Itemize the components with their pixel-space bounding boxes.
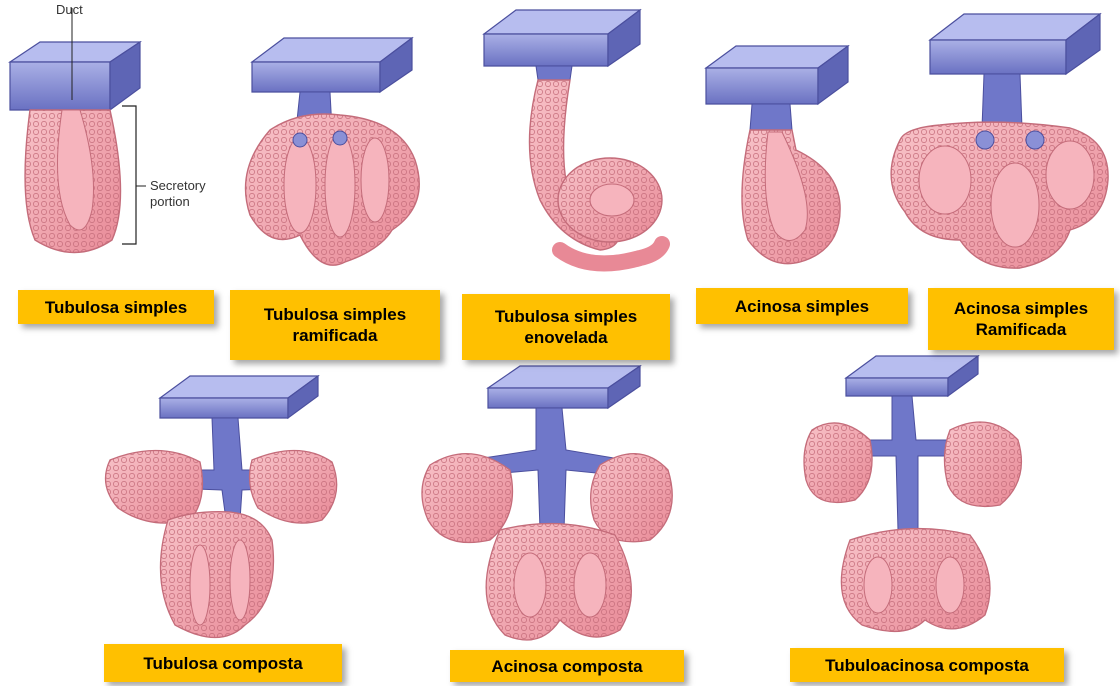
gland-tubuloacinosa-composta bbox=[804, 356, 1021, 631]
gland-acinosa-simples-ramificada bbox=[891, 14, 1108, 268]
label-tubulosa-simples-enovelada: Tubulosa simples enovelada bbox=[462, 294, 670, 360]
label-acinosa-simples: Acinosa simples bbox=[696, 288, 908, 324]
gland-tubulosa-simples-enovelada bbox=[484, 10, 662, 263]
duct-annotation: Duct bbox=[56, 2, 83, 18]
label-tubulosa-composta: Tubulosa composta bbox=[104, 644, 342, 682]
secretory-portion-annotation: Secretory portion bbox=[150, 178, 206, 210]
gland-tubulosa-simples-ramificada bbox=[246, 38, 420, 265]
secretory-bracket bbox=[122, 106, 136, 244]
gland-tubulosa-composta bbox=[106, 376, 337, 638]
gland-acinosa-simples bbox=[706, 46, 848, 264]
label-acinosa-composta: Acinosa composta bbox=[450, 650, 684, 682]
label-acinosa-simples-ramificada: Acinosa simples Ramificada bbox=[928, 288, 1114, 350]
label-tubuloacinosa-composta: Tubuloacinosa composta bbox=[790, 648, 1064, 682]
label-tubulosa-simples: Tubulosa simples bbox=[18, 290, 214, 324]
label-tubulosa-simples-ramificada: Tubulosa simples ramificada bbox=[230, 290, 440, 360]
gland-tubulosa-simples bbox=[10, 42, 140, 253]
gland-acinosa-composta bbox=[422, 366, 672, 640]
